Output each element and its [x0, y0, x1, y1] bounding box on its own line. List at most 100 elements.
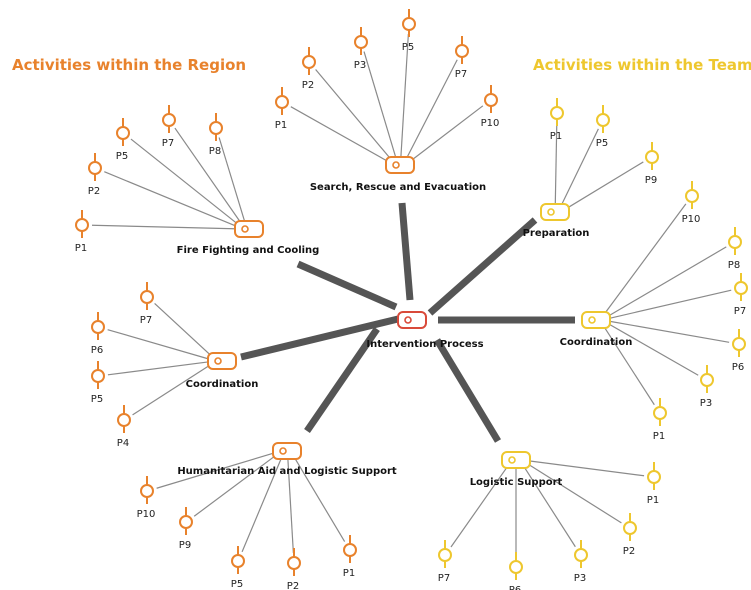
participant-icon — [732, 329, 746, 357]
participant-edge — [91, 224, 235, 230]
participant-edge — [450, 466, 508, 548]
edges — [91, 33, 732, 557]
activity-node-label: Search, Rescue and Evacuation — [310, 182, 486, 193]
participant-icon — [596, 105, 610, 133]
participant-edge — [294, 458, 346, 542]
participant-label: P5 — [116, 151, 128, 162]
activity-node-label: Humanitarian Aid and Logistic Support — [177, 466, 397, 477]
team-activities-header: Activities within the Team — [533, 56, 751, 74]
participant-icon — [402, 9, 416, 37]
participant-label: P10 — [137, 509, 156, 520]
participant-edge — [411, 105, 484, 161]
activity-node-icon — [540, 203, 570, 221]
region-activities-header: Activities within the Region — [12, 56, 247, 74]
activity-node-icon — [501, 451, 531, 469]
participant-edge — [154, 303, 211, 356]
participant-label: P10 — [682, 214, 701, 225]
participant-edge — [193, 455, 276, 517]
activity-node-label: Coordination — [560, 337, 633, 348]
participant-icon — [574, 540, 588, 568]
participant-edge — [604, 203, 687, 314]
participant-label: P1 — [275, 120, 287, 131]
participant-label: P1 — [343, 568, 355, 579]
nodes: Search, Rescue and EvacuationP1P2P3P5P7P… — [75, 42, 746, 590]
participant-label: P6 — [732, 362, 744, 373]
activity-node-label: Fire Fighting and Cooling — [177, 245, 320, 256]
participant-label: P1 — [75, 243, 87, 254]
activity-node-icon — [581, 311, 611, 329]
participant-edge — [174, 127, 241, 223]
participant-edge — [363, 51, 397, 157]
participant-icon — [550, 98, 564, 126]
participant-icon — [645, 142, 659, 170]
participant-label: P2 — [88, 186, 100, 197]
participant-edge — [400, 33, 409, 157]
activity-node-label: Coordination — [186, 379, 259, 390]
participant-edge — [287, 459, 294, 554]
participant-icon — [209, 113, 223, 141]
participant-edge — [603, 327, 655, 406]
participant-edge — [608, 246, 727, 317]
participant-icon — [275, 87, 289, 115]
participant-label: P8 — [209, 146, 221, 157]
participant-icon — [287, 548, 301, 576]
participant-label: P3 — [700, 398, 712, 409]
participant-icon — [653, 398, 667, 426]
center-spoke — [240, 315, 399, 361]
participant-edge — [528, 464, 622, 524]
participant-label: P2 — [287, 581, 299, 590]
participant-icon — [343, 535, 357, 563]
participant-edge — [241, 458, 282, 553]
participant-edge — [218, 137, 245, 221]
participant-label: P3 — [574, 573, 586, 584]
participant-label: P5 — [402, 42, 414, 53]
participant-edge — [554, 122, 558, 204]
participant-edge — [610, 289, 732, 319]
participant-icon — [140, 282, 154, 310]
participant-icon — [162, 105, 176, 133]
participant-label: P9 — [645, 175, 657, 186]
activity-node-label: Preparation — [523, 228, 590, 239]
activity-node-icon — [385, 156, 415, 174]
participant-edge — [107, 329, 208, 360]
participant-label: P2 — [302, 80, 314, 91]
activity-node-label: Logistic Support — [470, 477, 563, 488]
participant-icon — [509, 552, 523, 580]
intervention-process-label: Intervention Process — [366, 339, 483, 350]
center-spoke — [434, 338, 501, 443]
participant-icon — [91, 361, 105, 389]
participant-icon — [140, 476, 154, 504]
activity-node-icon — [207, 352, 237, 370]
participant-edge — [567, 161, 644, 209]
participant-label: P7 — [162, 138, 174, 149]
participant-edge — [156, 452, 273, 489]
participant-label: P5 — [231, 579, 243, 590]
participant-icon — [91, 312, 105, 340]
participant-icon — [438, 540, 452, 568]
center-spoke — [304, 327, 380, 433]
participant-edge — [132, 365, 210, 416]
participant-icon — [302, 47, 316, 75]
participant-label: P10 — [481, 118, 500, 129]
participant-label: P5 — [91, 394, 103, 405]
participant-icon — [179, 507, 193, 535]
participant-icon — [734, 273, 748, 301]
participant-edge — [561, 128, 599, 205]
intervention-process-icon — [397, 311, 427, 329]
participant-label: P7 — [455, 69, 467, 80]
center-spoke — [398, 202, 414, 301]
participant-icon — [623, 513, 637, 541]
participant-label: P7 — [438, 573, 450, 584]
participant-edge — [104, 171, 236, 227]
participant-label: P6 — [91, 345, 103, 356]
participant-edge — [130, 138, 238, 225]
participant-icon — [88, 153, 102, 181]
participant-label: P1 — [653, 431, 665, 442]
participant-label: P3 — [354, 60, 366, 71]
participant-label: P5 — [596, 138, 608, 149]
participant-edge — [406, 59, 458, 158]
participant-icon — [354, 27, 368, 55]
participant-edge — [290, 106, 388, 162]
center-spoke — [296, 260, 398, 311]
